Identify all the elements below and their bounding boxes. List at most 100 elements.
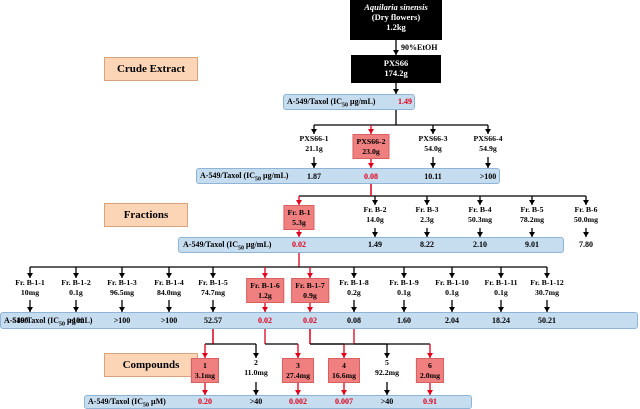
assay-value-l4-11: 50.21 bbox=[538, 316, 556, 325]
fraction-l2-name: PXS66-2 bbox=[356, 137, 386, 146]
fraction-l4-mass: 74.7mg bbox=[200, 287, 226, 297]
arrowhead-72 bbox=[202, 390, 208, 395]
assay-value-l5-0: 0.20 bbox=[198, 397, 212, 406]
compound-name: 5 bbox=[385, 358, 389, 367]
arrowhead-73 bbox=[253, 390, 259, 395]
assay-value-l4-8: 1.60 bbox=[397, 316, 411, 325]
fraction-l4-mass: 30.7mg bbox=[534, 287, 560, 297]
assay-value-l4-10: 18.24 bbox=[492, 316, 510, 325]
arrowhead-8 bbox=[485, 129, 491, 134]
arrowhead-29 bbox=[498, 273, 504, 278]
assay-bar-3 bbox=[178, 237, 564, 253]
fraction-l3-name: Fr. B-2 bbox=[363, 205, 387, 214]
fraction-l4-name: Fr. B-1-11 bbox=[484, 278, 518, 287]
arrowhead-47 bbox=[262, 307, 268, 312]
compound-mass: 16.6mg bbox=[331, 370, 357, 380]
arrowhead-59 bbox=[253, 353, 259, 358]
arrowhead-71 bbox=[427, 353, 433, 358]
arrowhead-19 bbox=[27, 273, 33, 278]
arrowhead-26 bbox=[351, 273, 357, 278]
assay-bar-4 bbox=[0, 312, 638, 329]
assay-value-l3-5: 7.80 bbox=[579, 240, 593, 249]
fraction-l3-name: Fr. B-4 bbox=[468, 205, 492, 214]
fraction-l4-mass: 0.1g bbox=[397, 287, 411, 297]
arrowhead-12 bbox=[372, 200, 378, 205]
arrowhead-34 bbox=[485, 163, 491, 168]
arrowhead-49 bbox=[351, 307, 357, 312]
arrowhead-27 bbox=[401, 273, 407, 278]
arrowhead-16 bbox=[583, 200, 589, 205]
fraction-l3-mass: 14.0g bbox=[366, 214, 384, 224]
assay-label-2: A-549/Taxol (IC50 μg/mL) bbox=[200, 171, 289, 183]
arrowhead-28 bbox=[449, 273, 455, 278]
assay-value-l4-9: 2.04 bbox=[445, 316, 459, 325]
arrowhead-50 bbox=[401, 307, 407, 312]
fraction-l3-name: Fr. B-3 bbox=[415, 205, 439, 214]
arrowhead-5 bbox=[311, 129, 317, 134]
assay-value-crude: 1.49 bbox=[398, 97, 412, 106]
arrowhead-25 bbox=[307, 273, 313, 278]
assay-value-l5-4: >40 bbox=[380, 397, 394, 406]
assay-value-l5-3: 0.007 bbox=[335, 397, 353, 406]
extract-mass: 174.2g bbox=[384, 68, 408, 78]
assay-value-l3-0: 0.02 bbox=[292, 240, 306, 249]
fraction-l2-mass: 21.1g bbox=[305, 143, 323, 153]
assay-bar-2 bbox=[196, 168, 500, 184]
compound-mass: 92.2mg bbox=[374, 367, 400, 377]
compound-name: 4 bbox=[342, 361, 346, 370]
fraction-l4-mass: 1.2g bbox=[258, 290, 272, 300]
arrowhead-38 bbox=[424, 232, 430, 237]
arrowhead-1 bbox=[393, 50, 399, 55]
arrowhead-37 bbox=[372, 232, 378, 237]
assay-value-l4-0: >100 bbox=[11, 316, 29, 325]
fraction-l2-name: PXS66-3 bbox=[418, 134, 448, 143]
assay-value-l4-7: 0.08 bbox=[347, 316, 361, 325]
assay-value-l4-1: >100 bbox=[67, 316, 85, 325]
arrowhead-44 bbox=[119, 307, 125, 312]
arrowhead-65 bbox=[341, 353, 347, 358]
arrowhead-21 bbox=[119, 273, 125, 278]
arrowhead-32 bbox=[368, 163, 374, 168]
fraction-l3-mass: 50.0mg bbox=[573, 214, 599, 224]
fraction-l3-name: Fr. B-1 bbox=[287, 208, 311, 217]
fraction-l3-mass: 2.3g bbox=[420, 214, 434, 224]
assay-value-l5-2: 0.002 bbox=[289, 397, 307, 406]
source-species: Aquilaria sinensis bbox=[364, 2, 428, 12]
assay-label-4: A-549/Taxol (IC50 μg/mL) bbox=[4, 316, 93, 328]
crude-extract-box: PXS66 174.2g bbox=[351, 55, 441, 83]
assay-value-l4-5: 0.02 bbox=[258, 316, 272, 325]
fraction-l4-name: Fr. B-1-4 bbox=[154, 278, 184, 287]
fraction-l4-mass: 0.2g bbox=[347, 287, 361, 297]
arrowhead-20 bbox=[73, 273, 79, 278]
assay-value-l2-0: 1.87 bbox=[307, 172, 321, 181]
arrowhead-13 bbox=[424, 200, 430, 205]
arrowhead-15 bbox=[529, 200, 535, 205]
fraction-l4-mass: 0.1g bbox=[445, 287, 459, 297]
arrowhead-39 bbox=[477, 232, 483, 237]
fraction-l4-mass: 0.1g bbox=[494, 287, 508, 297]
fraction-l2-mass: 54.0g bbox=[424, 143, 442, 153]
fraction-l4-name: Fr. B-1-7 bbox=[295, 281, 325, 290]
arrowhead-33 bbox=[430, 163, 436, 168]
fraction-l3-mass: 5.3g bbox=[292, 217, 306, 227]
compound-name: 1 bbox=[203, 361, 207, 370]
fraction-l2-name: PXS66-1 bbox=[299, 134, 329, 143]
arrowhead-31 bbox=[311, 163, 317, 168]
assay-value-l3-4: 9.01 bbox=[525, 240, 539, 249]
